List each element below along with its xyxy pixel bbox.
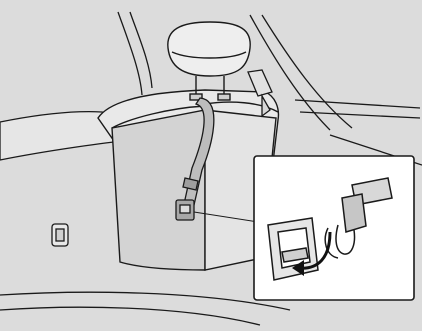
door-latch-icon bbox=[52, 224, 68, 246]
tether-hook-icon bbox=[176, 200, 194, 220]
anchor-loop-icon bbox=[268, 218, 318, 280]
detail-inset bbox=[254, 156, 414, 300]
